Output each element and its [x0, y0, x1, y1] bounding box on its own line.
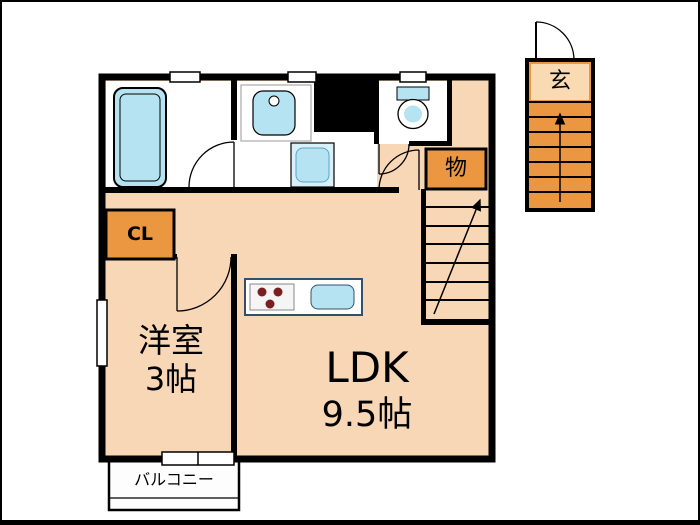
closet-box — [104, 208, 176, 261]
western-room-size-label: 3帖 — [144, 360, 198, 398]
entry-door-arc — [535, 21, 575, 61]
toilet-door-arc — [378, 143, 410, 175]
stove-burner — [265, 299, 275, 309]
closet-label: CL — [126, 223, 154, 245]
wall-western-room-divider — [231, 254, 237, 459]
window-western-room — [96, 299, 108, 367]
interior-walls — [102, 74, 495, 459]
stove — [249, 283, 295, 311]
storage-label: 物 — [444, 156, 467, 181]
kitchen-counter — [244, 278, 363, 316]
balcony-label: バルコニー — [134, 470, 214, 489]
stairs-main — [426, 206, 489, 301]
entrance-label: 玄 — [548, 69, 571, 94]
stairs-direction-arrow — [433, 198, 481, 315]
storage-box — [424, 147, 488, 191]
ldk-door-arc — [378, 149, 420, 191]
entrance-unit — [525, 21, 595, 212]
western-room-label: 洋室 — [138, 320, 204, 360]
pipe-duct-block — [314, 74, 374, 132]
window-top-1 — [169, 71, 201, 83]
ldk-size-label: 9.5帖 — [321, 394, 413, 435]
window-top-2 — [287, 71, 317, 83]
bath-door-arc — [188, 141, 235, 188]
kitchen-sink — [310, 284, 355, 310]
toilet-fixture — [396, 86, 430, 130]
western-room-door-arc — [176, 256, 232, 312]
wall-toilet-left — [374, 74, 379, 144]
wall-stairs-bottom — [421, 319, 495, 325]
wall-toilet-bottom — [409, 141, 452, 146]
wall-toilet-right — [447, 74, 452, 144]
stove-burner — [257, 287, 267, 297]
window-toilet — [399, 71, 427, 83]
faucet-icon — [268, 95, 280, 107]
wall-sanitary-bottom — [102, 187, 399, 193]
washing-machine — [290, 142, 335, 188]
stove-burner — [273, 287, 283, 297]
ldk-label: LDK — [325, 343, 409, 392]
bathtub — [113, 87, 167, 188]
windows — [96, 71, 427, 466]
vanity-sink — [240, 84, 312, 142]
entrance-landing — [531, 64, 589, 100]
wall-bath-divider — [231, 74, 237, 140]
door-swings — [176, 141, 420, 312]
wall-stairs-left — [421, 189, 426, 324]
